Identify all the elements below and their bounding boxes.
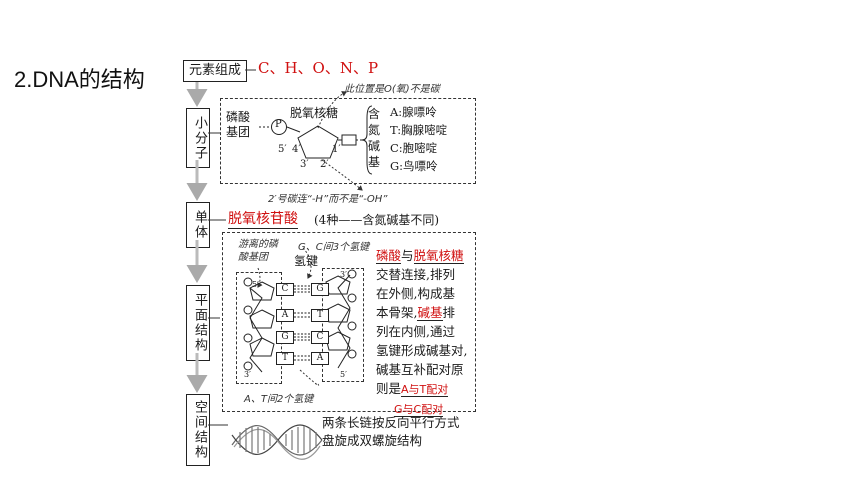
desc-line-3b: 排	[442, 305, 456, 320]
planar-description: 磷酸与脱氧核糖 交替连接,排列 在外侧,构成基 本骨架,碱基排 列在内侧,通过 …	[376, 246, 467, 419]
base-t: T:胸腺嘧啶	[390, 123, 448, 137]
left-base-2: A	[276, 309, 294, 322]
desc-line-3a: 本骨架,	[376, 305, 418, 320]
desc-line-1: 交替连接,排列	[376, 267, 455, 282]
blank-phosphate: 磷酸	[376, 248, 402, 264]
right-base-2: T	[311, 309, 329, 322]
base-list: A:腺嘌呤 T:胸腺嘧啶 C:胞嘧啶 G:鸟嘌呤	[390, 103, 447, 175]
sugar-label: 脱氧核糖	[290, 106, 339, 120]
left-base-4: T	[276, 352, 294, 365]
section-title: 2.DNA的结构	[14, 67, 145, 92]
left-end-bottom: 3′	[244, 370, 251, 379]
step-small-molecule: 小分子	[186, 108, 210, 168]
step-elements: 元素组成	[183, 60, 247, 82]
right-base-1: G	[311, 283, 329, 296]
blank-gc-pair: G与C配对	[394, 403, 444, 417]
desc-line-6: 碱基互补配对原	[376, 362, 464, 377]
right-end-top: 3′	[340, 270, 347, 279]
carbon-5: 5′	[278, 144, 287, 155]
note-c5-oxygen: 此位置是O(氧)不是碳	[344, 84, 440, 95]
note-gc-bonds: G、C间3个氢键	[298, 242, 370, 253]
elements-answer: C、H、O、N、P	[258, 59, 379, 77]
desc-and: 与	[401, 248, 414, 263]
note-c2-hydrogen: 2′号碳连“-H”而不是“-OH”	[268, 194, 388, 205]
phosphate-label: 磷酸基团	[226, 110, 251, 139]
spatial-line-2: 盘旋成双螺旋结构	[322, 433, 423, 448]
carbon-4: 4′	[292, 144, 301, 155]
right-strand-box	[322, 268, 364, 382]
note-at-bonds: A、T间2个氢键	[244, 394, 314, 405]
blank-deoxyribose: 脱氧核糖	[413, 248, 464, 264]
base-a: A:腺嘌呤	[390, 105, 437, 119]
hbond-label: 氢键	[294, 254, 319, 268]
blank-at-pair: A与T配对	[401, 383, 449, 397]
right-base-3: C	[311, 331, 329, 344]
desc-line-5: 氢键形成碱基对,	[376, 343, 468, 358]
note-free-phosphate: 游离的磷酸基团	[238, 239, 278, 263]
monomer-answer: 脱氧核苷酸	[228, 208, 298, 229]
desc-line-7a: 则是	[376, 381, 402, 396]
left-base-1: C	[276, 283, 294, 296]
base-c: C:胞嘧啶	[390, 141, 438, 155]
carbon-3: 3′	[300, 159, 309, 170]
desc-line-2: 在外侧,构成基	[376, 286, 455, 301]
nitrogen-base-label: 含氮碱基	[368, 107, 381, 169]
base-g: G:鸟嘌呤	[390, 159, 438, 173]
step-spatial: 空间结构	[186, 394, 210, 466]
planar-region	[222, 232, 476, 412]
step-planar: 平面结构	[186, 285, 210, 361]
desc-line-4: 列在内侧,通过	[376, 324, 455, 339]
carbon-2: 2′	[320, 159, 329, 170]
double-helix-icon	[231, 424, 323, 460]
left-base-3: G	[276, 331, 294, 344]
carbon-1: 1′	[332, 144, 341, 155]
right-base-4: A	[311, 352, 329, 365]
spatial-line-1: 两条长链按反向平行方式	[322, 415, 460, 430]
right-end-bottom: 5′	[340, 370, 347, 379]
spatial-description: 两条长链按反向平行方式 盘旋成双螺旋结构	[322, 414, 460, 450]
monomer-note: (4种——含氮碱基不同)	[314, 213, 439, 227]
phosphate-p: P	[275, 119, 282, 130]
blank-base: 碱基	[417, 305, 443, 321]
left-strand-box	[236, 272, 282, 384]
small-molecule-region	[220, 98, 476, 184]
left-end-top: 5′	[252, 280, 259, 289]
